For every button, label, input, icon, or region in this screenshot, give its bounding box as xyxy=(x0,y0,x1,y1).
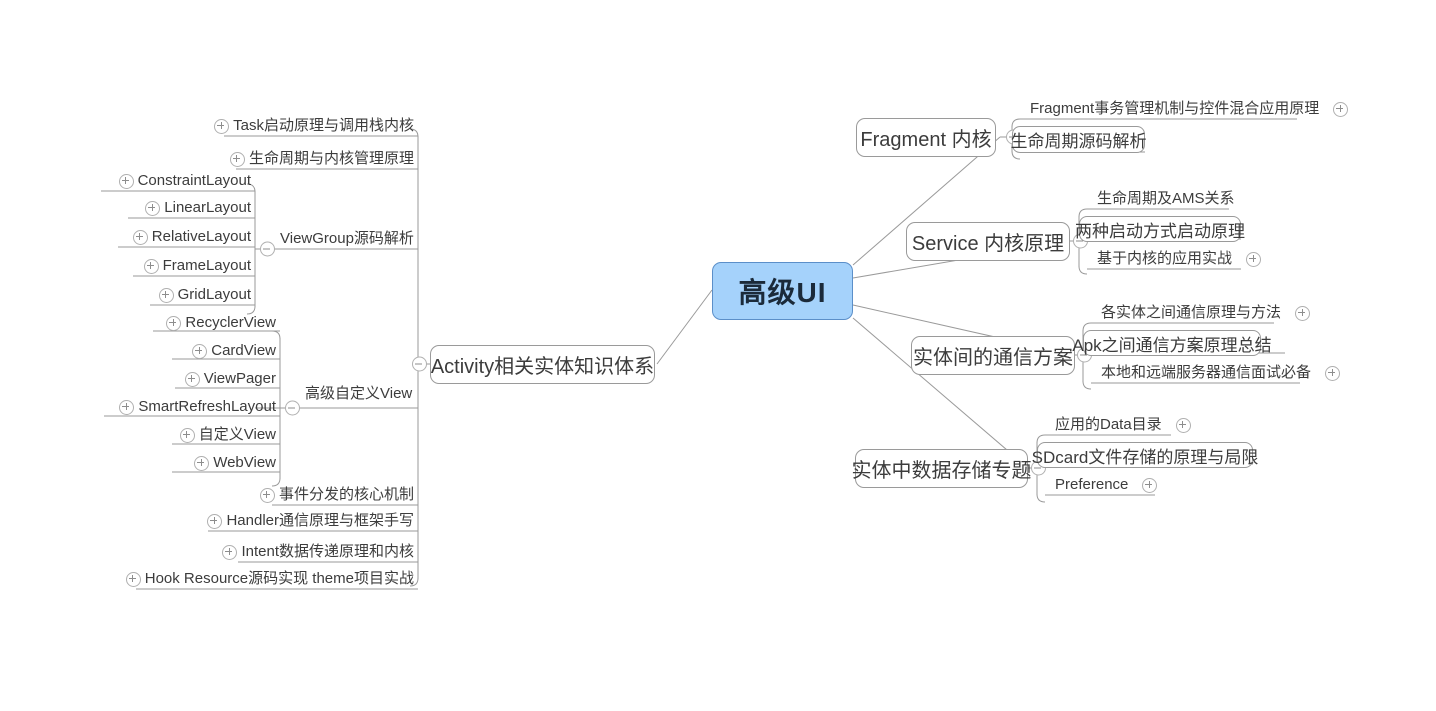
leaf-cardview[interactable]: CardView xyxy=(152,341,280,361)
expand-icon-event-dispatch[interactable] xyxy=(259,487,275,503)
expand-icon-webview[interactable] xyxy=(194,455,210,471)
leaf-hook-resource[interactable]: Hook Resource源码实现 theme项目实战 xyxy=(116,569,418,589)
leaf-event-dispatch[interactable]: 事件分发的核心机制 xyxy=(252,485,418,505)
leaf-smartrefreshlayout[interactable]: SmartRefreshLayout xyxy=(84,397,280,417)
node-fragment-kernel[interactable]: Fragment 内核 xyxy=(856,118,996,157)
expand-icon-recyclerview[interactable] xyxy=(166,315,182,331)
node-service-kernel[interactable]: Service 内核原理 xyxy=(906,222,1070,261)
node-fragment-lifecycle-source[interactable]: 生命周期源码解析 xyxy=(1011,126,1147,153)
leaf-task-startup[interactable]: Task启动原理与调用栈内核 xyxy=(204,116,418,136)
leaf-advanced-custom-view[interactable]: 高级自定义View xyxy=(305,385,413,402)
leaf-service-lifecycle-ams[interactable]: 生命周期及AMS关系 xyxy=(1097,190,1235,207)
expand-icon-task-startup[interactable] xyxy=(214,118,230,134)
toggle-advanced-custom-view[interactable] xyxy=(285,400,300,416)
leaf-recyclerview[interactable]: RecyclerView xyxy=(133,313,280,333)
leaf-lifecycle-kernel[interactable]: 生命周期与内核管理原理 xyxy=(216,149,418,169)
expand-icon-intent[interactable] xyxy=(222,544,238,560)
expand-icon-smartrefreshlayout[interactable] xyxy=(119,399,135,415)
expand-icon-service-kernel-practice[interactable] xyxy=(1246,251,1262,267)
expand-icon-hook-resource[interactable] xyxy=(125,571,141,587)
expand-icon-entity-comm-principles[interactable] xyxy=(1295,305,1311,321)
leaf-intent[interactable]: Intent数据传递原理和内核 xyxy=(218,542,418,562)
expand-icon-cardview[interactable] xyxy=(192,343,208,359)
expand-icon-preference[interactable] xyxy=(1142,477,1158,493)
node-sdcard-storage[interactable]: SDcard文件存储的原理与局限 xyxy=(1032,442,1258,468)
toggle-left-branch[interactable] xyxy=(412,356,427,372)
expand-icon-fragment-transaction[interactable] xyxy=(1333,101,1349,117)
toggle-viewgroup-source[interactable] xyxy=(260,241,275,257)
leaf-viewgroup-source[interactable]: ViewGroup源码解析 xyxy=(280,230,414,247)
leaf-fragment-transaction[interactable]: Fragment事务管理机制与控件混合应用原理 xyxy=(1026,99,1349,119)
expand-icon-custom-view[interactable] xyxy=(179,427,195,443)
expand-icon-constraintlayout[interactable] xyxy=(118,173,134,189)
leaf-linearlayout[interactable]: LinearLayout xyxy=(108,198,255,218)
leaf-webview[interactable]: WebView xyxy=(152,453,280,473)
leaf-service-kernel-practice[interactable]: 基于内核的应用实战 xyxy=(1093,249,1262,269)
expand-icon-app-data-dir[interactable] xyxy=(1175,417,1191,433)
expand-icon-viewpager[interactable] xyxy=(184,371,200,387)
node-data-storage[interactable]: 实体中数据存储专题 xyxy=(852,449,1032,488)
expand-icon-local-remote-comm[interactable] xyxy=(1325,365,1341,381)
node-apk-communication[interactable]: Apk之间通信方案原理总结 xyxy=(1072,330,1272,356)
leaf-local-remote-comm[interactable]: 本地和远端服务器通信面试必备 xyxy=(1097,363,1341,383)
leaf-custom-view[interactable]: 自定义View xyxy=(152,425,280,445)
leaf-framelayout[interactable]: FrameLayout xyxy=(113,256,255,276)
leaf-relativelayout[interactable]: RelativeLayout xyxy=(98,227,255,247)
leaf-entity-comm-principles[interactable]: 各实体之间通信原理与方法 xyxy=(1097,303,1311,323)
leaf-gridlayout[interactable]: GridLayout xyxy=(130,285,255,305)
expand-icon-gridlayout[interactable] xyxy=(158,287,174,303)
expand-icon-handler[interactable] xyxy=(207,513,223,529)
expand-icon-framelayout[interactable] xyxy=(143,258,159,274)
node-activity-knowledge[interactable]: Activity相关实体知识体系 xyxy=(430,345,655,384)
leaf-constraintlayout[interactable]: ConstraintLayout xyxy=(81,171,255,191)
expand-icon-linearlayout[interactable] xyxy=(145,200,161,216)
leaf-preference[interactable]: Preference xyxy=(1051,475,1158,495)
leaf-handler[interactable]: Handler通信原理与框架手写 xyxy=(188,511,418,531)
root-node[interactable]: 高级UI xyxy=(712,262,853,320)
node-entity-communication[interactable]: 实体间的通信方案 xyxy=(911,336,1075,375)
expand-icon-lifecycle-kernel[interactable] xyxy=(229,151,245,167)
leaf-app-data-dir[interactable]: 应用的Data目录 xyxy=(1051,415,1191,435)
node-service-two-start-modes[interactable]: 两种启动方式启动原理 xyxy=(1075,216,1245,242)
leaf-viewpager[interactable]: ViewPager xyxy=(155,369,280,389)
expand-icon-relativelayout[interactable] xyxy=(132,229,148,245)
